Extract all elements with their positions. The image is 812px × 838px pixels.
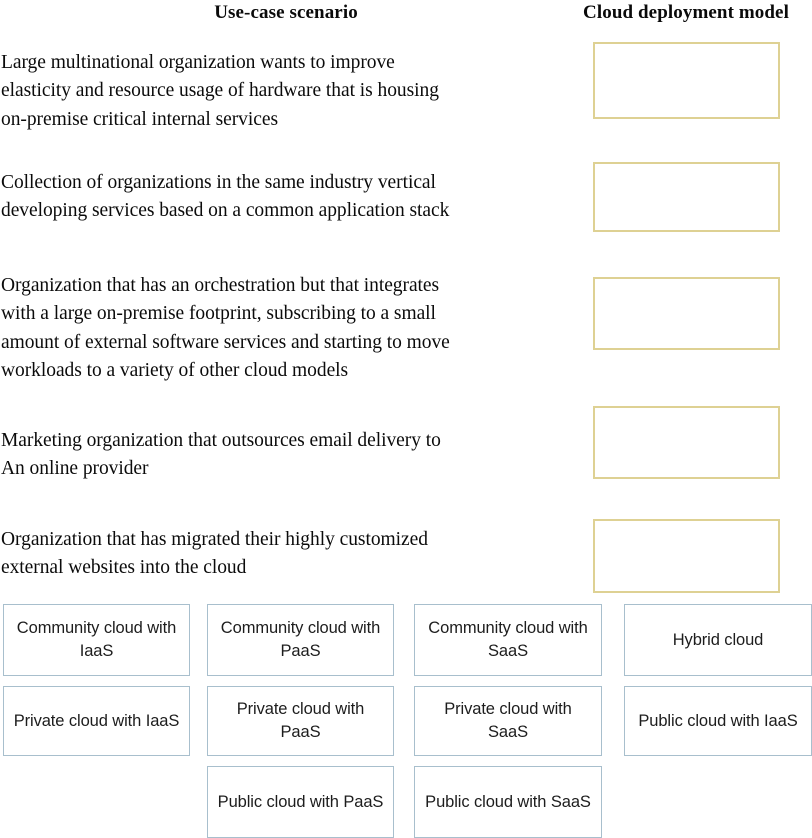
option-tile-label: Public cloud with SaaS: [425, 792, 591, 811]
answer-dropzone-scenario-1[interactable]: [593, 42, 780, 119]
scenario-line: workloads to a variety of other cloud mo…: [1, 360, 349, 382]
option-tile-private-cloud-with-paas[interactable]: Private cloud with PaaS: [207, 686, 394, 756]
option-tile-hybrid-cloud[interactable]: Hybrid cloud: [624, 604, 812, 676]
scenario-text: Organization that has migrated their hig…: [1, 526, 576, 583]
option-tile-label: Private cloud with IaaS: [13, 711, 180, 730]
option-tile-public-cloud-with-iaas[interactable]: Public cloud with IaaS: [624, 686, 812, 756]
scenario-text: Collection of organizations in the same …: [1, 169, 576, 226]
scenario-line: external websites into the cloud: [1, 557, 247, 579]
scenario-line: Collection of organizations in the same …: [1, 172, 436, 193]
scenario-line: elasticity and resource usage of hardwar…: [1, 80, 439, 102]
scenario-text: Organization that has an orchestration b…: [1, 272, 576, 386]
option-tile-public-cloud-with-paas[interactable]: Public cloud with PaaS: [207, 766, 394, 838]
answer-dropzone-scenario-4[interactable]: [593, 406, 780, 479]
option-tile-bank: Community cloud with IaaS Community clou…: [0, 603, 812, 838]
option-tile-private-cloud-with-iaas[interactable]: Private cloud with IaaS: [3, 686, 190, 756]
scenario-line: An online provider: [1, 458, 149, 480]
option-tile-community-cloud-with-paas[interactable]: Community cloud with PaaS: [207, 604, 394, 676]
option-tile-label: Public cloud with PaaS: [217, 792, 384, 811]
option-tile-public-cloud-with-saas[interactable]: Public cloud with SaaS: [414, 766, 602, 838]
scenario-line: amount of external software services and…: [1, 331, 450, 353]
scenario-line: Marketing organization that outsources e…: [1, 430, 441, 451]
scenario-line: with a large on-premise footprint, subsc…: [1, 303, 436, 325]
scenario-line: on-premise critical internal services: [1, 108, 278, 130]
scenario-text: Marketing organization that outsources e…: [1, 427, 576, 484]
answer-dropzone-scenario-3[interactable]: [593, 277, 780, 350]
scenario-line: developing services based on a common ap…: [1, 200, 450, 222]
option-tile-label: Community cloud with PaaS: [220, 619, 381, 660]
answer-dropzone-scenario-2[interactable]: [593, 162, 780, 232]
answer-dropzone-scenario-5[interactable]: [593, 519, 780, 593]
option-tile-label: Community cloud with SaaS: [428, 619, 588, 660]
option-tile-private-cloud-with-saas[interactable]: Private cloud with SaaS: [414, 686, 602, 756]
scenario-text: Large multinational organization wants t…: [1, 49, 576, 134]
scenario-line: Organization that has an orchestration b…: [1, 275, 440, 296]
option-tile-community-cloud-with-iaas[interactable]: Community cloud with IaaS: [3, 604, 190, 676]
option-tile-label: Community cloud with IaaS: [16, 619, 177, 660]
option-tile-label: Private cloud with PaaS: [236, 700, 365, 741]
option-tile-community-cloud-with-saas[interactable]: Community cloud with SaaS: [414, 604, 602, 676]
option-tile-label: Hybrid cloud: [672, 630, 764, 649]
scenario-line: Large multinational organization wants t…: [1, 52, 395, 73]
column-header-use-case-scenario: Use-case scenario: [214, 2, 358, 23]
column-header-cloud-deployment-model: Cloud deployment model: [583, 2, 789, 23]
option-tile-label: Public cloud with IaaS: [638, 711, 798, 730]
scenario-line: Organization that has migrated their hig…: [1, 529, 428, 550]
option-tile-label: Private cloud with SaaS: [444, 700, 572, 741]
